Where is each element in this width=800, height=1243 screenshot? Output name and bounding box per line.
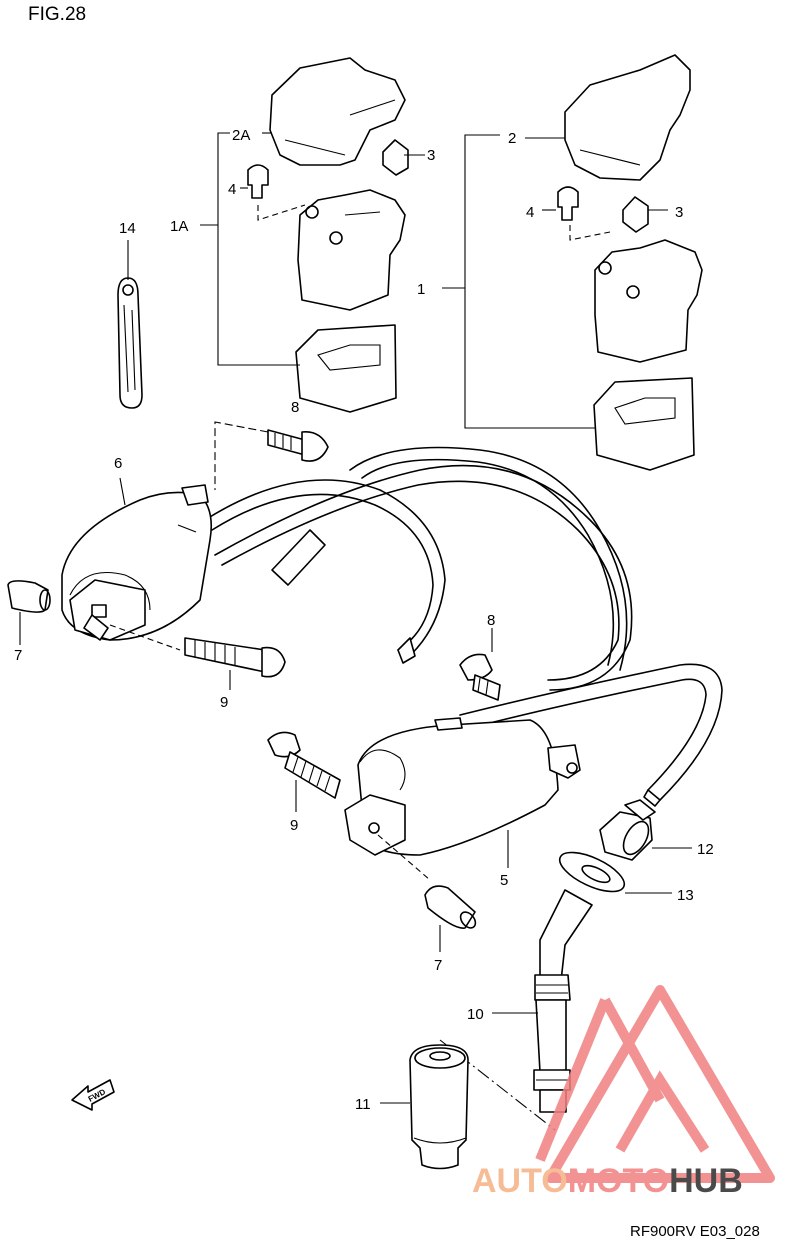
callout-1: 1 bbox=[417, 281, 425, 298]
starter-relay-right bbox=[442, 54, 703, 471]
forward-arrow-icon: FWD bbox=[71, 1079, 115, 1111]
callout-4-right: 4 bbox=[526, 204, 534, 221]
part-6-ignition-coil bbox=[61, 477, 213, 651]
part-13-washer bbox=[558, 851, 672, 894]
part-9-bolt-mid bbox=[267, 731, 341, 812]
part-7-cap-left bbox=[7, 580, 51, 645]
callout-2a: 2A bbox=[232, 127, 250, 144]
callout-13: 13 bbox=[677, 887, 694, 904]
callout-5: 5 bbox=[500, 872, 508, 889]
figure-title: FIG.28 bbox=[28, 4, 86, 25]
part-7-cap-bottom bbox=[424, 885, 477, 952]
callout-3-left: 3 bbox=[427, 147, 435, 164]
logo-word-auto: AUTO bbox=[472, 1162, 568, 1200]
drawing-code: RF900RV E03_028 bbox=[630, 1223, 760, 1240]
callout-9-mid: 9 bbox=[290, 817, 298, 834]
callout-12: 12 bbox=[697, 841, 714, 858]
part-9-bolt-left bbox=[184, 637, 286, 690]
callout-9-left: 9 bbox=[220, 694, 228, 711]
logo-word-hub: HUB bbox=[669, 1162, 743, 1200]
part-5-ignition-coil bbox=[344, 717, 581, 881]
callout-1a: 1A bbox=[170, 218, 188, 235]
ignition-wires bbox=[204, 446, 723, 807]
callout-4-left: 4 bbox=[228, 181, 236, 198]
callout-2: 2 bbox=[508, 130, 516, 147]
callout-6: 6 bbox=[114, 455, 122, 472]
callout-14: 14 bbox=[119, 220, 136, 237]
callout-8-mid: 8 bbox=[487, 612, 495, 629]
part-14-clamp bbox=[117, 240, 143, 409]
starter-relay-left bbox=[200, 57, 425, 413]
part-11-cap bbox=[380, 1044, 469, 1170]
part-8-bolt-top bbox=[214, 421, 329, 490]
callout-11: 11 bbox=[355, 1096, 371, 1113]
callout-3-right: 3 bbox=[675, 204, 683, 221]
callout-8-top: 8 bbox=[291, 399, 299, 416]
part-10-hose bbox=[439, 889, 593, 1131]
svg-text:AUTOMOTOHUB: AUTOMOTOHUB bbox=[472, 1162, 743, 1200]
callout-10: 10 bbox=[467, 1006, 484, 1023]
automotohub-logo: AUTOMOTOHUB bbox=[472, 985, 775, 1200]
part-12-grommet bbox=[599, 799, 692, 861]
callout-7-bottom: 7 bbox=[434, 957, 442, 974]
part-8-bolt-mid bbox=[459, 628, 501, 701]
callout-7-left: 7 bbox=[14, 647, 22, 664]
logo-word-moto: MOTO bbox=[568, 1162, 669, 1200]
